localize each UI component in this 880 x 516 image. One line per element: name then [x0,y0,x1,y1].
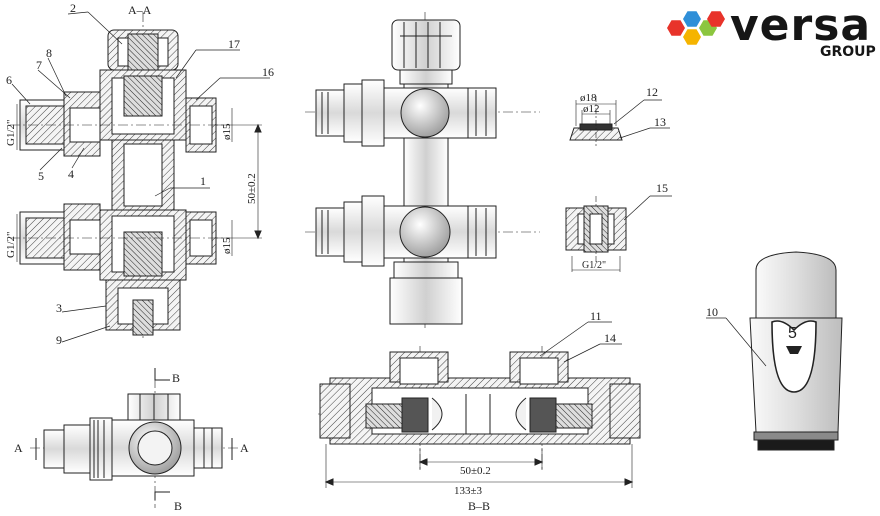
section-aa-labels: A–A 2 8 7 6 17 16 5 4 1 3 9 G1/2" G1/2" … [5,1,274,347]
seal-outer-dim: ø18 [580,92,597,104]
section-mark-b-bottom: B [174,499,182,513]
brand-subtitle: GROUP [820,44,876,60]
fitting-detail [565,195,672,272]
callout-6: 6 [6,73,12,87]
brand-hexagon [707,11,725,27]
knob-setting-number: 5 [788,325,797,342]
callout-4: 4 [68,167,74,181]
brand-hexagon [683,11,701,27]
spacing-dim-bb: 50±0.2 [460,465,491,477]
side-view [305,12,540,330]
brand-logo: versa GROUP [660,0,876,66]
fitting-detail-labels: G1/2" 15 [582,181,668,271]
callout-15: 15 [656,181,668,195]
callout-10: 10 [706,305,718,319]
callout-9: 9 [56,333,62,347]
bore-dim-top: ø15 [221,123,233,140]
section-mark-a-left: A [14,441,23,455]
seal-detail [569,96,670,146]
callout-8: 8 [46,46,52,60]
callout-7: 7 [36,58,42,72]
bore-dim-bottom: ø15 [221,237,233,254]
section-bb-view [318,321,641,488]
callout-11: 11 [590,309,602,323]
fitting-thread-dim: G1/2" [582,260,606,271]
section-aa-title: A–A [128,3,152,17]
spacing-dim-vertical: 50±0.2 [246,173,258,204]
section-bb-labels: 50±0.2 133±3 B–B 11 14 [454,309,616,513]
thread-dim-bottom: G1/2" [5,232,17,259]
callout-17: 17 [228,37,240,51]
seal-inner-dim: ø12 [583,103,600,115]
callout-1: 1 [200,174,206,188]
callout-12: 12 [646,85,658,99]
section-aa-view [10,11,270,343]
thread-dim-top: G1/2" [5,120,17,147]
callout-13: 13 [654,115,666,129]
seal-detail-labels: ø18 ø12 12 13 [580,85,666,129]
section-bb-title: B–B [468,499,490,513]
section-mark-a-right: A [240,441,249,455]
overall-dim-bb: 133±3 [454,485,483,497]
callout-5: 5 [38,169,44,183]
callout-2: 2 [70,1,76,15]
section-mark-b-top: B [172,371,180,385]
callout-16: 16 [262,65,274,79]
thermostatic-head-labels: 10 5 [706,305,797,342]
brand-hexagon [667,20,685,36]
brand-hexagon [683,29,701,45]
brand-logo-mark [667,11,725,45]
brand-name: versa [730,0,872,51]
callout-3: 3 [56,301,62,315]
thermostatic-head [706,251,843,451]
front-view [30,368,240,508]
front-view-labels: B B A A [14,371,249,513]
callout-14: 14 [604,331,616,345]
